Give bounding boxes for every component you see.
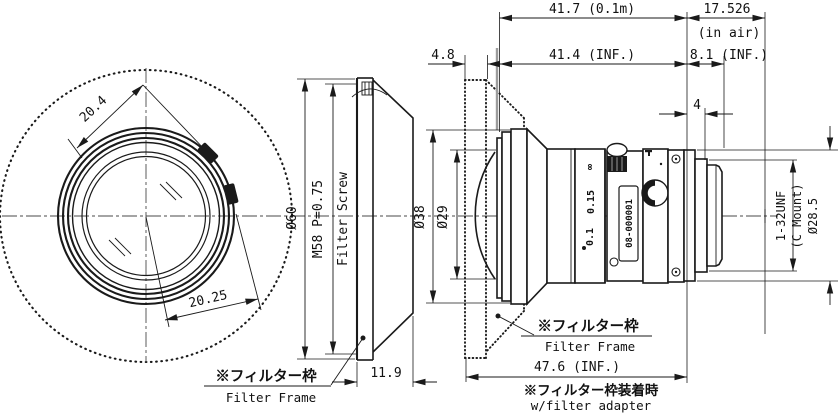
mount-flange <box>683 149 696 282</box>
filter-frame-jp-right: ※フィルター枠 <box>537 317 639 335</box>
lens-barrel-rings <box>56 126 236 306</box>
dim-dia38: Ø38 <box>413 129 510 304</box>
dia60-label: Ø60 <box>285 206 300 229</box>
dim-8-1: 8.1 (INF.) <box>687 48 768 68</box>
lens-side-view: ∞ 0.15 0.1 08-000001 <box>464 79 723 359</box>
serial-number: 08-000001 <box>625 199 635 248</box>
mount-dia-label: Ø28.5 <box>806 198 820 234</box>
serial-plate <box>618 185 639 262</box>
front-bezel-ring-c <box>510 128 528 305</box>
filter-frame-callout-right: ※フィルター枠 Filter Frame <box>495 313 652 354</box>
c-mount-thread <box>706 164 723 267</box>
front-view: 20.4 20.25 <box>0 68 294 364</box>
dim-17-526: 17.526 (in air) <box>687 2 765 41</box>
mount-name-label: (C Mount) <box>790 183 804 248</box>
dim-8-1-label: 8.1 (INF.) <box>690 48 768 63</box>
dim-4-label: 4 <box>693 98 701 113</box>
dim-41-4: 41.4 (INF.) <box>499 48 687 68</box>
dimension-lines: 41.7 (0.1m) 17.526 (in air) 4.8 41.4 (IN… <box>413 2 838 413</box>
focus-mark-015: 0.15 <box>586 190 597 214</box>
dim-dia60: Ø60 <box>285 78 355 360</box>
front-lens-dome <box>474 151 496 280</box>
in-air-label: (in air) <box>698 26 761 41</box>
set-screw <box>609 257 619 267</box>
dia38-label: Ø38 <box>413 205 428 228</box>
dim-11-9: 11.9 <box>332 316 437 387</box>
dim-mount-thread: 1-32UNF (C Mount) Ø28.5 <box>709 159 820 272</box>
m58-label: M58 P=0.75 <box>311 180 326 258</box>
index-mark <box>648 150 650 156</box>
filter-frame-view: Ø60 M58 P=0.75 Filter Screw 11.9 ※フィルター枠… <box>204 77 437 405</box>
adapter-en-label: w/filter adapter <box>531 398 652 413</box>
front-cone <box>526 127 548 306</box>
dim-41-7: 41.7 (0.1m) <box>499 2 687 22</box>
dim-41-7-label: 41.7 (0.1m) <box>549 2 635 17</box>
mount-thread-label: 1-32UNF <box>774 191 788 242</box>
dim-dia28-5 <box>697 126 838 305</box>
dim-4-8-label: 4.8 <box>431 48 454 63</box>
dim-20-4: 20.4 <box>67 84 208 159</box>
front-bezel-ring-b <box>501 131 512 302</box>
lock-thumbscrew-knurl <box>642 180 656 206</box>
filter-frame-profile <box>351 77 414 361</box>
dia29-label: Ø29 <box>436 205 451 228</box>
focus-ring <box>574 148 606 284</box>
knurled-tab-lower <box>223 183 239 205</box>
dim-20-25-label: 20.25 <box>187 288 229 311</box>
focus-mark-01: 0.1 <box>585 228 596 246</box>
filter-frame-jp-left: ※フィルター枠 <box>215 367 317 385</box>
filter-screw-label: Filter Screw <box>336 172 351 266</box>
dim-m58: M58 P=0.75 Filter Screw <box>311 83 356 355</box>
glass-hatch-marks <box>108 181 183 257</box>
lens-barrel: ∞ 0.15 0.1 08-000001 <box>496 127 723 306</box>
dim-47-6-label: 47.6 (INF.) <box>534 360 620 375</box>
rear-cylinder <box>694 158 708 273</box>
thumbscrew-head <box>606 142 628 158</box>
filter-frame-en-left: Filter Frame <box>226 390 316 405</box>
filter-frame-en-right: Filter Frame <box>545 339 635 354</box>
adapter-ring <box>667 149 685 283</box>
focus-index-dot <box>582 246 586 250</box>
thread-lead-arc <box>351 88 388 98</box>
dim-47-6: 47.6 (INF.) ※フィルター枠装着時 w/filter adapter <box>466 360 687 413</box>
dim-17-526-label: 17.526 <box>704 2 751 17</box>
adapter-jp-label: ※フィルター枠装着時 <box>524 382 659 398</box>
dim-11-9-label: 11.9 <box>370 366 401 381</box>
filter-frame-callout-left: ※フィルター枠 Filter Frame <box>204 335 366 405</box>
aperture-ring <box>642 148 669 284</box>
dim-dia29: Ø29 <box>436 149 496 280</box>
dim-4: 4 <box>659 98 733 118</box>
dim-41-4-label: 41.4 (INF.) <box>549 48 635 63</box>
focus-mark-infinity: ∞ <box>585 164 596 170</box>
